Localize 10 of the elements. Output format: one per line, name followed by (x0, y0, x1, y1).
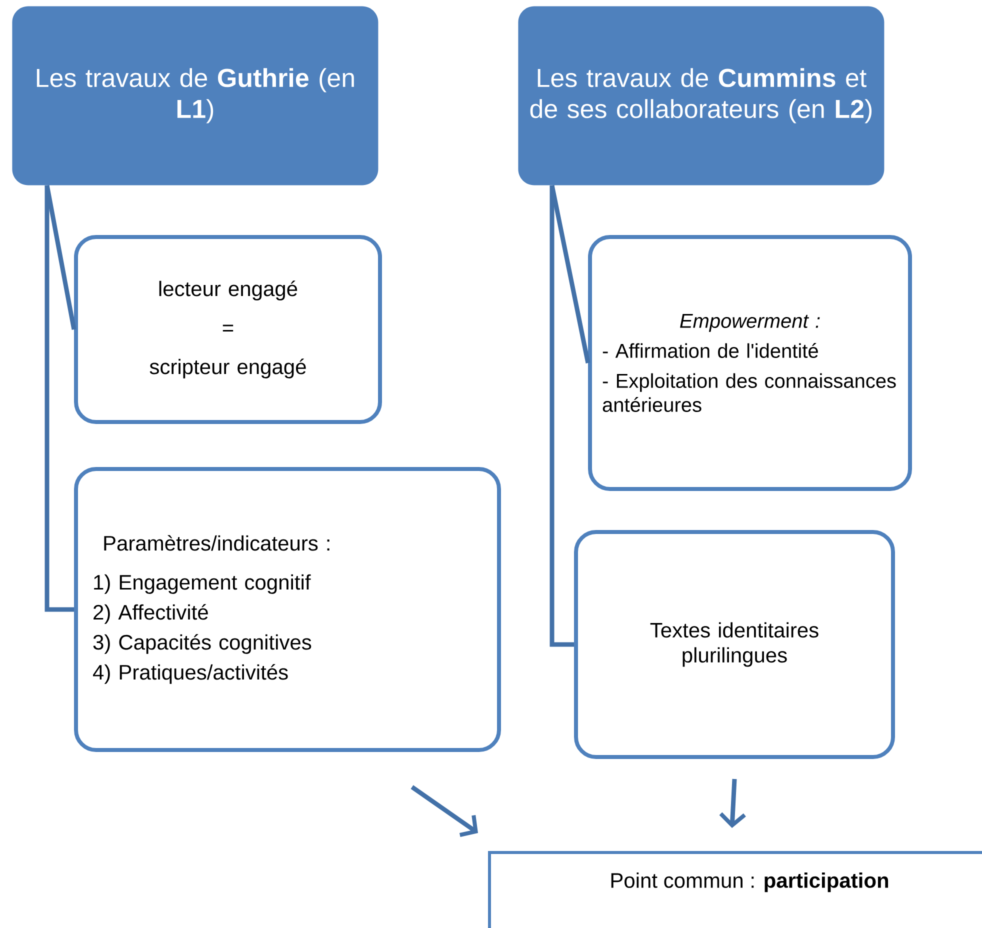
title-box: Les travaux de Guthrie (en L1) (12, 6, 378, 186)
text-box: lecteur engagé = scripteur engagé (74, 235, 382, 424)
connector-line (550, 184, 590, 364)
text-box: Paramètres/indicateurs : 1) Engagement cognitif 2) Affectivité 3) Capacités cognitives 4) Pratiques/activités (74, 467, 501, 752)
title-box: Les travaux de Cummins et de ses collaborateurs (en L2) (518, 6, 884, 186)
text-box: Empowerment : - Affirmation de l'identité - Exploitation des connaissances antérieures (588, 235, 912, 491)
result-box: Point commun : participation (488, 851, 982, 928)
text-box: Textes identitaires plurilingues (574, 530, 895, 759)
arrow (410, 785, 478, 837)
arrow (719, 778, 746, 828)
